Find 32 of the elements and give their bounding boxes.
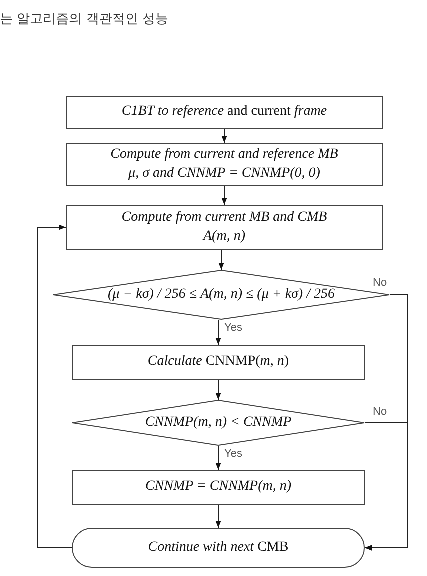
decision-diamond — [53, 270, 390, 320]
process-box — [66, 143, 383, 186]
edge-label: Yes — [224, 449, 244, 460]
edge-label: Yes — [224, 323, 244, 334]
node-text: Continue with next CMB — [148, 538, 289, 557]
process-box — [72, 470, 365, 505]
edge-label: No — [372, 407, 388, 418]
node-text: C1BT to reference and current frame — [122, 103, 328, 122]
arrow — [364, 422, 408, 551]
node-text: Calculate CNNMP(m, n) — [148, 353, 290, 372]
node-text: CNNMP(m, n) < CNNMP — [145, 414, 292, 432]
decision-diamond — [72, 400, 365, 446]
arrow — [218, 250, 224, 270]
node-text: (μ − kσ) / 256 ≤ A(m, n) ≤ (μ + kσ) / 256 — [108, 286, 335, 304]
terminal-box — [72, 528, 365, 568]
arrow — [216, 320, 222, 346]
node-text: μ, σ and CNNMP = CNNMP(0, 0) — [128, 164, 320, 182]
process-box — [72, 345, 365, 380]
node-text: CNNMP = CNNMP(m, n) — [145, 478, 292, 496]
node-text: Compute from current and reference MB — [110, 146, 338, 164]
arrow — [222, 128, 228, 144]
arrow — [216, 504, 222, 528]
process-box — [66, 205, 383, 250]
arrow — [222, 186, 228, 206]
node-text: Compute from current MB and CMB — [122, 208, 328, 227]
arrow — [216, 446, 222, 470]
page-text: 는 알고리즘의 객관적인 성능 — [0, 11, 168, 28]
node-text: A(m, n) — [204, 228, 246, 246]
edge-label: No — [372, 278, 388, 289]
arrow — [216, 380, 222, 400]
arrow — [38, 224, 72, 548]
process-box — [66, 96, 383, 129]
